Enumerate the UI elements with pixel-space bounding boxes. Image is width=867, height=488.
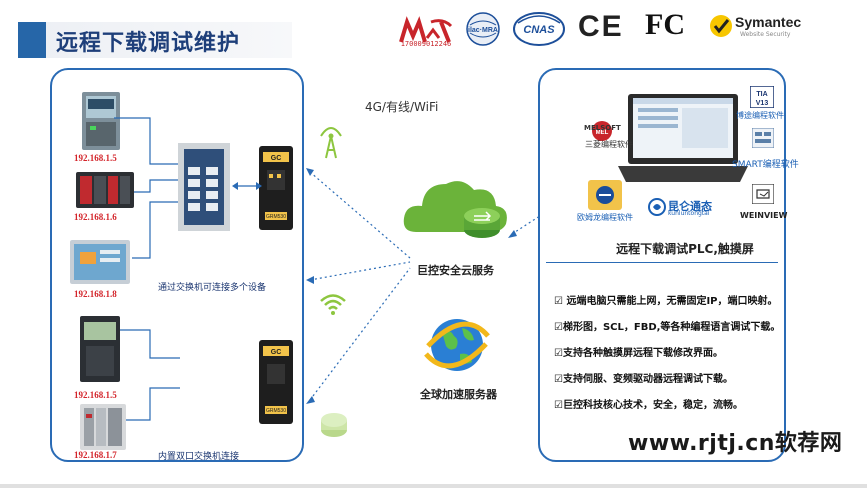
right-panel-divider — [546, 262, 778, 263]
laptop-image — [618, 94, 748, 182]
mitsubishi-plc-image — [76, 172, 134, 208]
svg-text:ilac·MRA: ilac·MRA — [468, 27, 498, 34]
cma-number: 170009012246 — [400, 40, 452, 48]
modular-plc-image — [80, 404, 126, 450]
fc-logo: FC — [645, 8, 685, 41]
right-panel-caption: 远程下载调试PLC,触摸屏 — [616, 242, 754, 256]
svg-text:GRM530: GRM530 — [266, 214, 286, 220]
inverter-drive-image — [80, 316, 120, 382]
cloud-service-icon — [403, 181, 507, 238]
device-ip-3: 192.168.1.8 — [74, 289, 117, 299]
smart-cn-label: SMART编程软件 — [732, 160, 799, 170]
cnas-logo: CNAS — [513, 12, 565, 46]
weinview-icon — [752, 184, 774, 204]
switch-note: 通过交换机可连接多个设备 — [158, 282, 267, 292]
symantec-check-icon — [710, 15, 732, 37]
feature-item-4: ☑支持伺服、变频驱动器远程调试下载。 — [554, 374, 733, 385]
weinview-label: WEINVIEW — [740, 211, 788, 220]
svg-text:TIA: TIA — [756, 91, 767, 98]
feature-item-2: ☑梯形图，SCL，FBD,等各种编程语言调试下载。 — [554, 322, 781, 333]
feature-item-3: ☑支持各种触摸屏远程下载修改界面。 — [554, 348, 723, 359]
global-server-label: 全球加速服务器 — [420, 388, 497, 401]
device-ip-1: 192.168.1.5 — [74, 153, 117, 163]
footer-bar — [0, 484, 867, 488]
svg-text:GC: GC — [271, 155, 282, 162]
network-type-label: 4G/有线/WiFi — [365, 100, 439, 114]
kunlun-label: 昆仑通态 — [668, 200, 712, 213]
svg-text:GRM530: GRM530 — [266, 408, 286, 414]
left-connection-lines — [114, 117, 262, 421]
title-accent-block — [18, 22, 46, 58]
kunlun-icon — [648, 198, 666, 216]
symantec-subtitle: Website Security — [740, 31, 791, 38]
gateway-grm530-bottom-image: GC GRM530 — [259, 340, 293, 424]
melsoft-icon: MEL — [592, 121, 612, 141]
siemens-plc-image — [82, 92, 120, 150]
gateway-grm530-top-image: GC GRM530 — [259, 146, 293, 230]
omron-cn-label: 欧姆龙编程软件 — [577, 213, 633, 222]
device-ip-4: 192.168.1.5 — [74, 390, 117, 400]
ce-logo: CE — [578, 10, 624, 43]
melsoft-cn-label: 三菱编程软件 — [585, 140, 633, 149]
router-icon — [321, 413, 347, 437]
site-watermark: www.rjtj.cn软荐网 — [628, 431, 843, 456]
ethernet-switch-image — [178, 143, 230, 231]
svg-text:CNAS: CNAS — [523, 24, 555, 36]
dual-port-note: 内置双口交换机连接 — [158, 451, 240, 461]
melsoft-label: MELSOFT — [584, 124, 621, 132]
wifi-icon — [320, 294, 346, 315]
svg-text:GC: GC — [271, 349, 282, 356]
kunlun-en-label: kunluntongtai — [668, 210, 710, 217]
cell-tower-icon — [320, 127, 342, 159]
svg-text:MEL: MEL — [596, 130, 609, 136]
omron-icon — [588, 180, 622, 210]
tia-portal-icon: TIA V13 — [750, 86, 774, 108]
global-server-icon — [424, 319, 490, 371]
feature-item-5: ☑巨控科技核心技术，安全，稳定，流畅。 — [554, 400, 743, 411]
page-title: 远程下载调试维护 — [56, 31, 241, 56]
device-ip-5: 192.168.1.7 — [74, 450, 117, 460]
ilac-mra-logo: ilac·MRA — [466, 12, 500, 46]
cloud-service-label: 巨控安全云服务 — [417, 264, 494, 277]
device-ip-2: 192.168.1.6 — [74, 212, 117, 222]
symantec-logo: Symantec — [735, 14, 802, 30]
tia-cn-label: 博途编程软件 — [736, 111, 784, 120]
smart-icon — [752, 128, 774, 148]
cma-logo — [399, 16, 453, 43]
feature-item-1: ☑ 远端电脑只需能上网，无需固定IP，端口映射。 — [554, 296, 778, 307]
svg-text:V13: V13 — [756, 100, 769, 107]
title-bar-bg — [18, 22, 292, 58]
hmi-touchscreen-image — [70, 240, 130, 284]
